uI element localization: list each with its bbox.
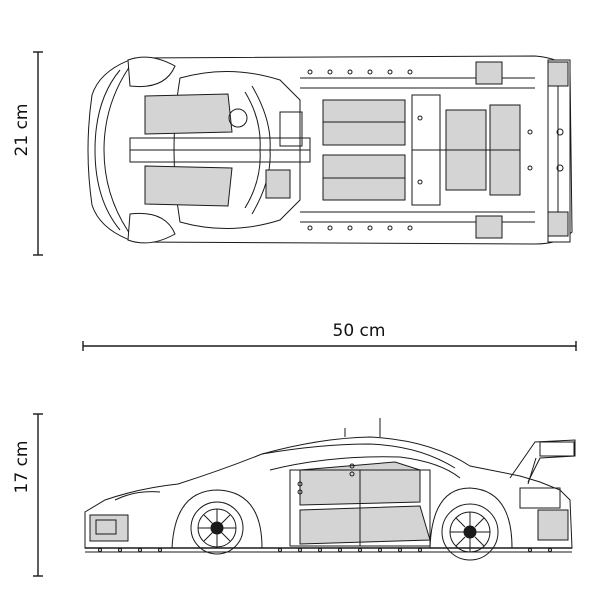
length-label: 50 cm — [333, 321, 386, 341]
width-dimension — [33, 51, 43, 256]
car-side-view — [84, 418, 576, 561]
length-dimension — [82, 341, 577, 351]
car-top-view — [87, 55, 573, 245]
height-label: 17 cm — [12, 441, 32, 494]
height-dimension — [33, 413, 43, 577]
width-label: 21 cm — [12, 104, 32, 157]
technic-holes-top — [307, 69, 533, 231]
technic-holes-side — [98, 463, 552, 552]
